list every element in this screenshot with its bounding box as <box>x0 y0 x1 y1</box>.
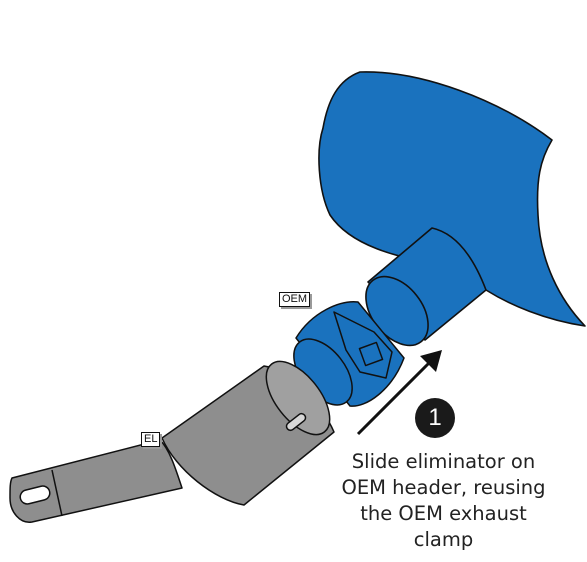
step-number-badge: 1 <box>415 398 455 438</box>
instruction-line: the OEM exhaust <box>360 502 527 525</box>
arrow-up-right-icon <box>356 350 442 436</box>
instruction-line: OEM header, reusing <box>341 476 546 499</box>
eliminator-strap <box>9 439 183 523</box>
strap-slot <box>19 485 51 505</box>
arrow-head <box>420 350 442 372</box>
instruction-line: clamp <box>413 528 474 551</box>
clamp-nut <box>358 341 384 367</box>
oem-label: OEM <box>279 292 311 307</box>
eliminator <box>9 360 335 523</box>
instruction-line: Slide eliminator on <box>351 450 536 473</box>
arrow-shaft <box>356 358 434 436</box>
oem-header <box>318 71 586 347</box>
eliminator-slot <box>285 412 307 432</box>
header-body <box>318 71 586 327</box>
eliminator-label: EL <box>141 432 161 447</box>
eliminator-tube-end <box>265 360 331 436</box>
step-instruction: Slide eliminator on OEM header, reusing … <box>300 449 587 553</box>
strap-crease <box>51 469 63 517</box>
